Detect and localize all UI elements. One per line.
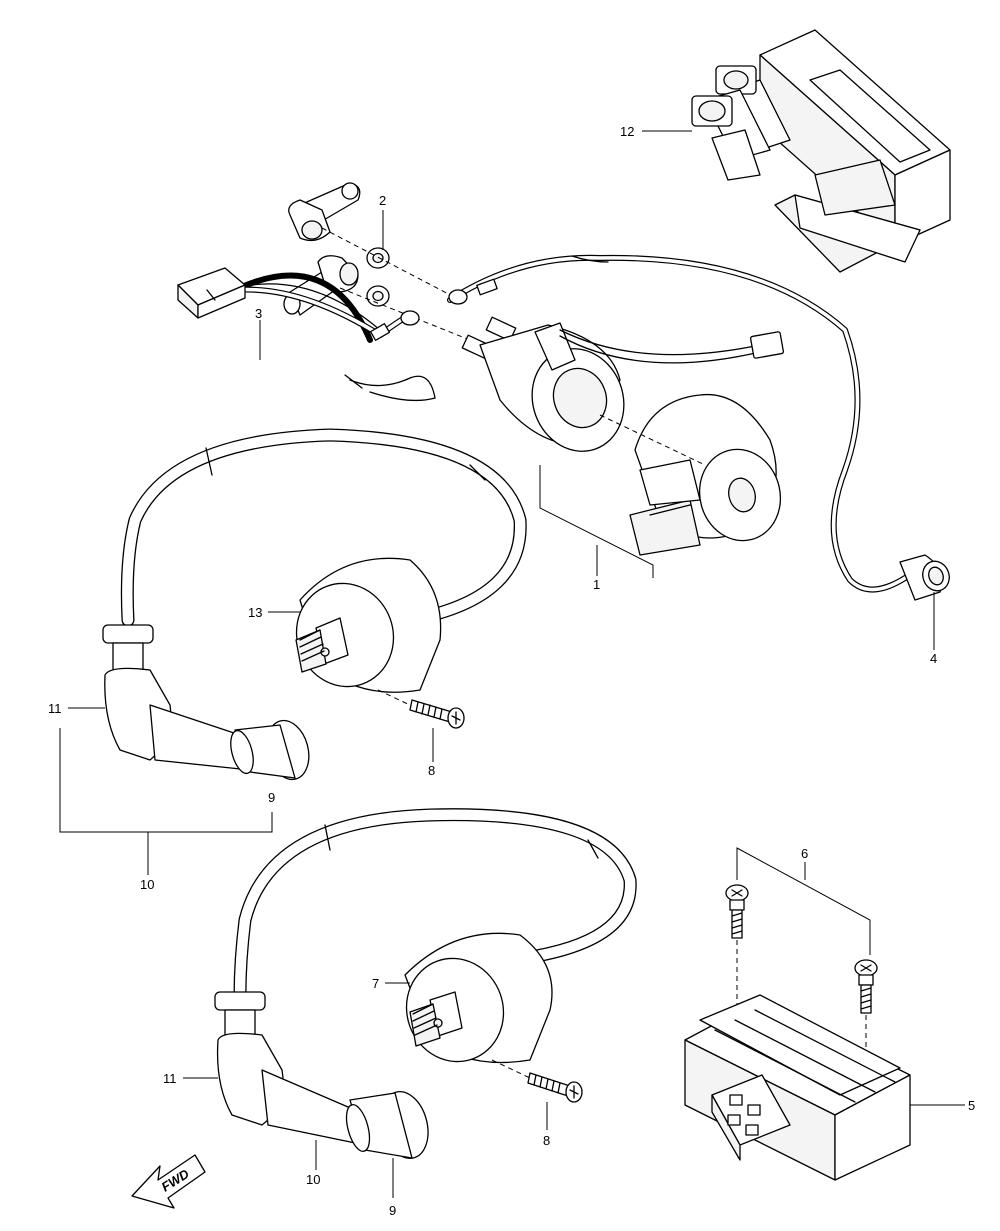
callout-label-13: 13 (248, 605, 262, 620)
callout-label-9-lower: 9 (389, 1203, 396, 1218)
callout-label-1: 1 (593, 577, 600, 592)
callout-label-12: 12 (620, 124, 634, 139)
callout-label-7: 7 (372, 976, 379, 991)
terminal-cap-upper (288, 182, 361, 242)
ignition-coil-lower (233, 808, 637, 1064)
relay-rubber-boot (629, 393, 782, 556)
plug-cap-lower (214, 991, 429, 1159)
callout-label-5: 5 (968, 1098, 975, 1113)
callout-label-11-lower: 11 (163, 1071, 177, 1086)
ignition-coil-upper (120, 428, 527, 693)
callout-label-3: 3 (255, 306, 262, 321)
callout-labels: 12 2 3 1 4 13 11 8 9 10 6 7 11 5 8 10 9 (48, 124, 975, 1218)
callout-label-2: 2 (379, 193, 386, 208)
leader-lines (59, 130, 965, 1198)
callout-label-8-lower: 8 (543, 1133, 550, 1148)
callout-label-9-upper: 9 (268, 790, 275, 805)
callout-label-6: 6 (801, 846, 808, 861)
callout-label-10-lower: 10 (306, 1172, 320, 1187)
battery-wire-4 (447, 254, 950, 601)
starter-relay (461, 316, 785, 452)
starter-wire-3 (177, 267, 436, 402)
callout-label-10-upper: 10 (140, 877, 154, 892)
screw-upper (377, 689, 465, 729)
nut-lower (366, 285, 390, 307)
callout-label-11-upper: 11 (48, 701, 62, 716)
nut-upper (366, 247, 390, 269)
voltage-regulator (684, 994, 911, 1181)
callout-label-4: 4 (930, 651, 937, 666)
fwd-arrow: FWD (131, 1154, 206, 1209)
callout-label-8-upper: 8 (428, 763, 435, 778)
cdi-unit (691, 29, 951, 273)
plug-cap-upper (102, 624, 310, 781)
screw-lower (491, 1059, 583, 1103)
